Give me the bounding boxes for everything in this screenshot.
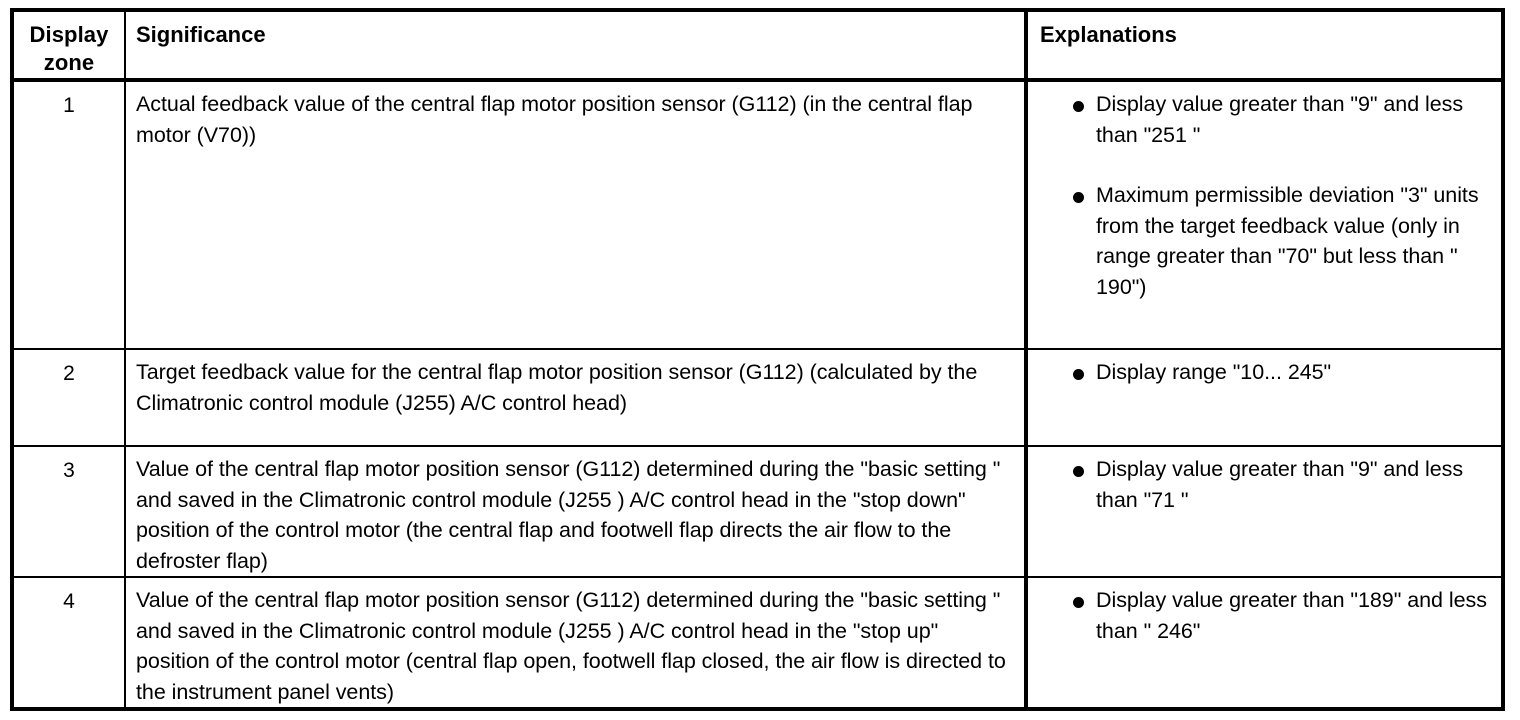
explanation-text: Display value greater than "9" and less … [1096, 457, 1464, 512]
column-header-display-zone: Display zone [12, 10, 126, 82]
significance-text: Value of the central flap motor position… [136, 588, 1006, 704]
table-row: 4 Value of the central flap motor positi… [12, 577, 1503, 709]
cell-display-zone: 4 [12, 577, 126, 709]
list-item: Display value greater than "9" and less … [1028, 454, 1493, 515]
explanations-list: Display value greater than "189" and les… [1028, 585, 1493, 646]
bullet-icon [1073, 369, 1084, 380]
list-item: Maximum permissible deviation "3" units … [1028, 180, 1493, 302]
column-header-explanations: Explanations [1026, 10, 1503, 82]
table-row: 3 Value of the central flap motor positi… [12, 446, 1503, 577]
table-row: 2 Target feedback value for the central … [12, 349, 1503, 446]
explanations-list: Display value greater than "9" and less … [1028, 454, 1493, 515]
explanation-text: Display range "10... 245" [1096, 360, 1332, 384]
cell-significance: Target feedback value for the central fl… [125, 349, 1028, 446]
table-row: 1 Actual feedback value of the central f… [12, 80, 1503, 349]
bullet-icon [1073, 466, 1084, 477]
bullet-icon [1073, 597, 1084, 608]
cell-explanations: Display value greater than "9" and less … [1026, 446, 1503, 577]
cell-significance: Value of the central flap motor position… [125, 446, 1028, 577]
table-body: 1 Actual feedback value of the central f… [12, 80, 1503, 709]
cell-display-zone: 3 [12, 446, 126, 577]
cell-display-zone: 2 [12, 349, 126, 446]
column-header-display-zone-line1: Display [29, 22, 109, 47]
explanation-text: Display value greater than "189" and les… [1096, 588, 1487, 643]
cell-explanations: Display value greater than "9" and less … [1026, 80, 1503, 349]
significance-text: Value of the central flap motor position… [136, 457, 1001, 573]
significance-text: Target feedback value for the central fl… [136, 360, 978, 415]
explanation-text: Display value greater than "9" and less … [1096, 92, 1464, 147]
cell-significance: Actual feedback value of the central fla… [125, 80, 1028, 349]
bullet-icon [1073, 101, 1084, 112]
table-header: Display zone Significance Explanations [12, 10, 1503, 82]
cell-display-zone: 1 [12, 80, 126, 349]
explanation-text: Maximum permissible deviation "3" units … [1096, 183, 1479, 299]
significance-text: Actual feedback value of the central fla… [136, 92, 973, 147]
cell-explanations: Display value greater than "189" and les… [1026, 577, 1503, 709]
cell-significance: Value of the central flap motor position… [125, 577, 1028, 709]
list-item: Display value greater than "9" and less … [1028, 89, 1493, 150]
cell-explanations: Display range "10... 245" [1026, 349, 1503, 446]
bullet-icon [1073, 192, 1084, 203]
specification-table: Display zone Significance Explanations 1… [10, 8, 1505, 711]
table-header-row: Display zone Significance Explanations [12, 10, 1503, 82]
explanations-list: Display range "10... 245" [1028, 357, 1493, 388]
list-item: Display value greater than "189" and les… [1028, 585, 1493, 646]
column-header-significance: Significance [125, 10, 1028, 82]
explanations-list: Display value greater than "9" and less … [1028, 89, 1493, 302]
list-item: Display range "10... 245" [1028, 357, 1493, 388]
column-header-display-zone-line2: zone [43, 50, 95, 75]
